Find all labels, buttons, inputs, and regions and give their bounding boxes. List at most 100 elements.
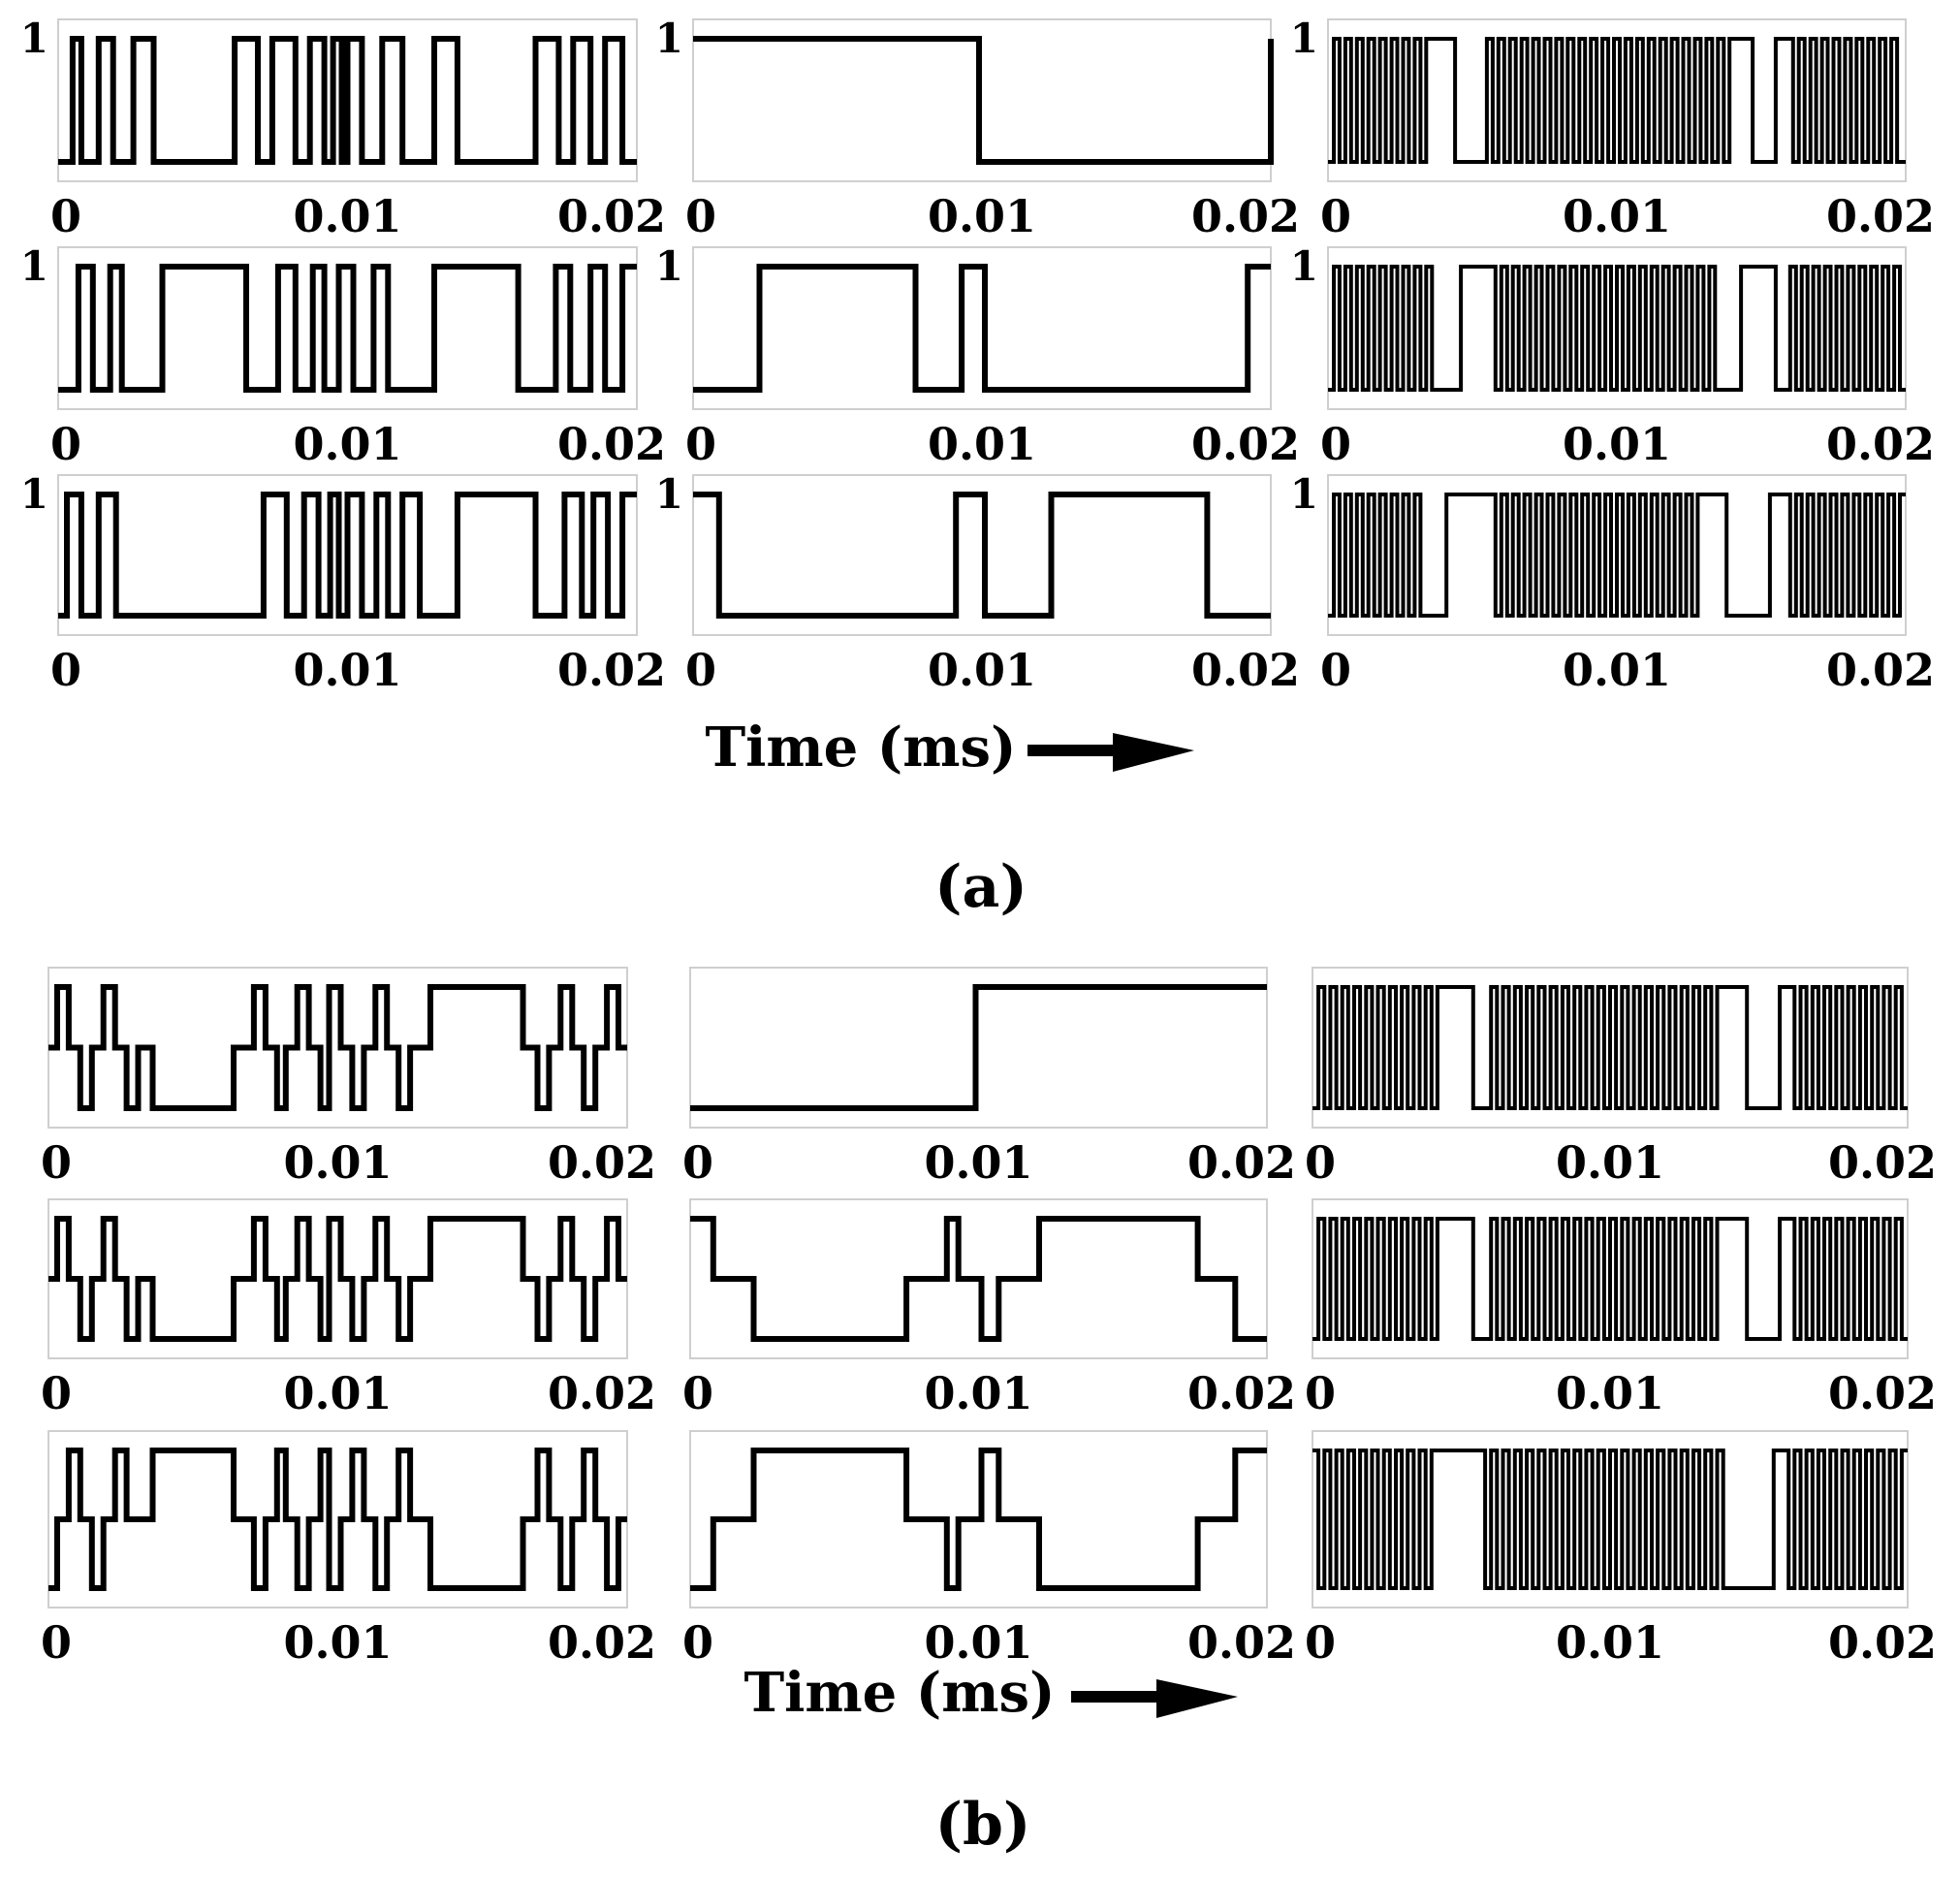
- x-tick-label: 0.02: [1828, 1136, 1937, 1189]
- y-tick-label: 1: [655, 15, 683, 62]
- y-tick-label: 1: [20, 470, 48, 518]
- x-tick-label: 0.01: [924, 1367, 1032, 1419]
- x-axis-label-a: Time (ms): [705, 716, 1016, 780]
- plot-frame: [689, 1430, 1268, 1608]
- panel-label-a: (a): [934, 853, 1027, 921]
- y-tick-label: 1: [655, 242, 683, 290]
- x-tick-label: 0.01: [283, 1136, 392, 1189]
- x-tick-label: 0.02: [1828, 1367, 1937, 1419]
- series-line: [48, 1448, 627, 1591]
- y-tick-label: 1: [1290, 242, 1318, 290]
- x-tick-label: 0: [685, 644, 716, 696]
- plot-frame: [1312, 967, 1909, 1129]
- x-tick-label: 0.01: [283, 1616, 392, 1669]
- x-tick-label: 0.01: [1556, 1367, 1664, 1419]
- x-tick-label: 0: [1305, 1367, 1336, 1419]
- plot-frame: [1327, 18, 1907, 182]
- x-tick-label: 0: [50, 190, 81, 242]
- x-tick-label: 0: [41, 1367, 72, 1419]
- subplot-b-1-1: 0 0.01 0.02: [41, 967, 656, 1189]
- series-line: [1312, 1449, 1908, 1590]
- x-tick-label: 0: [41, 1616, 72, 1669]
- plot-frame: [57, 18, 638, 182]
- series-line: [58, 492, 637, 619]
- x-tick-label: 0: [685, 190, 716, 242]
- x-tick-label: 0: [685, 418, 716, 470]
- x-tick-label: 0.01: [928, 190, 1036, 242]
- series-line: [690, 1216, 1267, 1342]
- x-tick-label: 0.01: [1563, 644, 1671, 696]
- plot-frame: [1312, 1430, 1909, 1608]
- arrow-right-icon: [1071, 1679, 1238, 1718]
- series-line: [58, 36, 637, 165]
- subplot-b-3-1: 0 0.01 0.02: [41, 1430, 656, 1669]
- x-tick-label: 0.02: [557, 644, 666, 696]
- subplot-a-2-2: 0 0.01 0.02 1: [655, 242, 1300, 470]
- series-line: [1328, 493, 1906, 618]
- plot-frame: [692, 246, 1272, 410]
- arrow-right-icon: [1027, 733, 1194, 772]
- x-tick-label: 0: [50, 644, 81, 696]
- series-line: [693, 36, 1274, 165]
- x-tick-label: 0: [41, 1136, 72, 1189]
- x-tick-label: 0.01: [283, 1367, 392, 1419]
- x-tick-label: 0: [1320, 644, 1351, 696]
- plot-frame: [57, 246, 638, 410]
- x-tick-label: 0.01: [293, 644, 401, 696]
- x-tick-label: 0.02: [1187, 1136, 1296, 1189]
- subplot-b-2-3: 0 0.01 0.02: [1305, 1198, 1937, 1419]
- x-tick-label: 0: [1320, 418, 1351, 470]
- series-line: [693, 264, 1271, 393]
- series-line: [1328, 37, 1906, 164]
- subplot-a-1-2: 0 0.01 0.02 1: [655, 15, 1300, 242]
- x-tick-label: 0.01: [1556, 1136, 1664, 1189]
- x-tick-label: 0.02: [1191, 190, 1300, 242]
- subplot-b-1-3: 0 0.01 0.02: [1305, 967, 1937, 1189]
- x-tick-label: 0.01: [928, 418, 1036, 470]
- plot-frame: [689, 967, 1268, 1129]
- x-tick-label: 0.02: [557, 190, 666, 242]
- x-tick-label: 0.02: [548, 1616, 656, 1669]
- x-tick-label: 0.02: [1187, 1616, 1296, 1669]
- x-tick-label: 0: [682, 1136, 713, 1189]
- plot-frame: [689, 1198, 1268, 1359]
- x-tick-label: 0.01: [293, 418, 401, 470]
- x-tick-label: 0.02: [1826, 644, 1935, 696]
- y-tick-label: 1: [1290, 15, 1318, 62]
- x-tick-label: 0.02: [1191, 644, 1300, 696]
- x-axis-label-b: Time (ms): [743, 1661, 1055, 1725]
- panel-label-b: (b): [935, 1791, 1031, 1859]
- x-tick-label: 0.02: [1826, 418, 1935, 470]
- x-tick-label: 0.02: [1187, 1367, 1296, 1419]
- series-line: [693, 492, 1271, 619]
- x-tick-label: 0.01: [928, 644, 1036, 696]
- plot-frame: [692, 474, 1272, 636]
- x-tick-label: 0.02: [548, 1136, 656, 1189]
- x-tick-label: 0: [1320, 190, 1351, 242]
- series-line: [1328, 265, 1906, 392]
- subplot-a-3-1: 0 0.01 0.02 1: [20, 470, 666, 696]
- x-tick-label: 0.02: [548, 1367, 656, 1419]
- x-tick-label: 0.02: [557, 418, 666, 470]
- series-line: [1312, 985, 1908, 1110]
- series-line: [48, 984, 627, 1111]
- plot-frame: [1312, 1198, 1909, 1359]
- x-tick-label: 0.02: [1191, 418, 1300, 470]
- plot-frame: [1327, 246, 1907, 410]
- x-tick-label: 0.02: [1828, 1616, 1937, 1669]
- x-tick-label: 0: [1305, 1136, 1336, 1189]
- plot-frame: [1327, 474, 1907, 636]
- y-tick-label: 1: [20, 242, 48, 290]
- x-tick-label: 0: [1305, 1616, 1336, 1669]
